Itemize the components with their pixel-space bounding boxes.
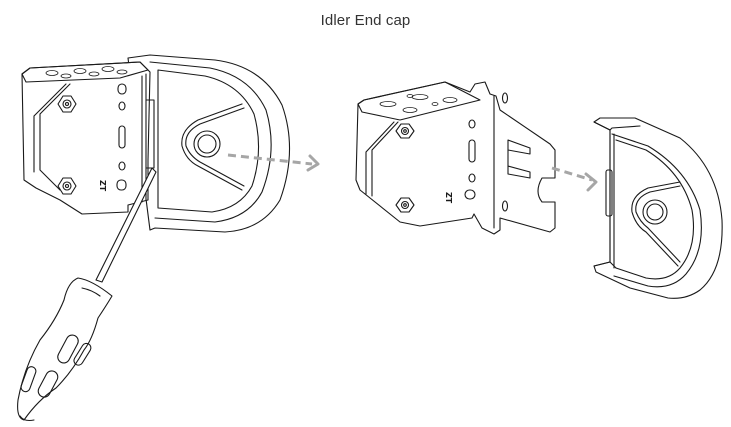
nut-icon: [57, 177, 77, 195]
nut-icon: [395, 123, 415, 139]
bracket-mark: ZT: [444, 192, 453, 204]
direction-arrow: [551, 166, 598, 192]
bracket-mark: ZT: [98, 180, 107, 192]
assembled-bracket-with-cap: ZT: [17, 54, 320, 422]
screwdriver: [17, 167, 157, 422]
bracket-attached: ZT: [21, 61, 155, 215]
bracket: ZT: [355, 81, 556, 235]
direction-arrow: [227, 153, 320, 172]
diagram-title: Idler End cap: [320, 12, 411, 29]
nut-icon: [57, 95, 77, 113]
end-cap-attached: [127, 54, 291, 233]
idler-end-cap: [593, 117, 723, 299]
nut-icon: [395, 197, 415, 213]
